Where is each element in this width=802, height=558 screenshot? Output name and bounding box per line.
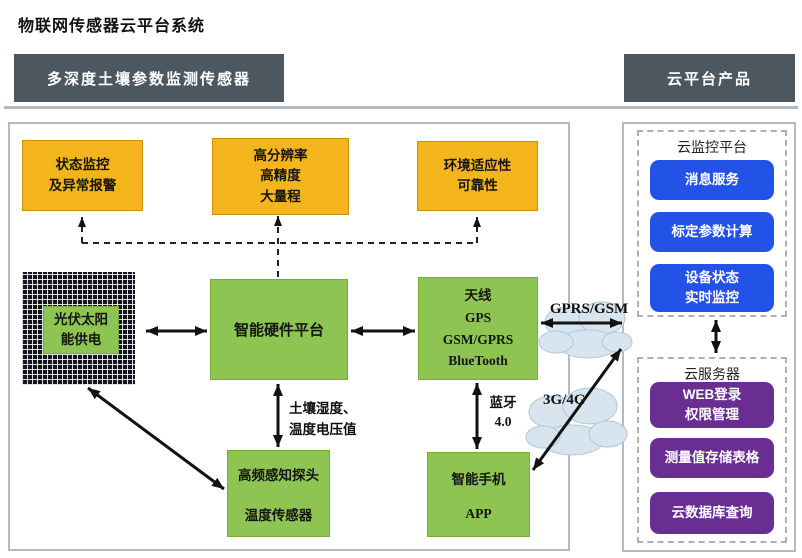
feature-line: 环境适应性 [443,157,512,173]
soil-values-label: 土壤湿度、 温度电压值 [289,399,357,441]
antenna-line: GSM/GPRS [442,331,514,347]
bluetooth-line: 4.0 [494,413,512,429]
solar-power-node: 光伏太阳 能供电 [43,306,119,354]
hardware-platform-label: 智能硬件平台 [233,322,324,339]
phone-node: 智能手机 APP [427,452,530,537]
feature-line: 可靠性 [457,178,498,193]
cloud-server-group: 云服务器 [637,357,787,543]
feature-line: 及异常报警 [48,177,117,193]
tab-cloud-product-label: 云平台产品 [666,70,752,88]
service-line: 消息服务 [685,172,739,188]
cloud-server-title: 云服务器 [684,366,740,382]
phone-line: APP [465,505,492,521]
feature-line: 大量程 [260,188,301,204]
solar-power-line: 光伏太阳 [54,311,108,327]
service-box-message: 消息服务 [650,160,774,200]
soil-values-line: 土壤湿度、 [289,401,357,416]
cloud-monitor-title: 云监控平台 [677,139,747,155]
feature-box-reliability: 环境适应性 可靠性 [417,141,538,211]
service-line: 实时监控 [685,290,739,305]
antenna-line: BlueTooth [448,353,508,369]
header-separator [4,106,798,109]
gprs-gsm-label: GPRS/GSM [549,301,629,317]
3g-4g-label: 3G/4G [543,392,586,408]
service-box-web-login: WEB登录 权限管理 [650,382,774,428]
feature-line: 高分辨率 [253,148,308,164]
service-line: WEB登录 [682,387,742,403]
bluetooth-line: 蓝牙 [489,395,517,410]
solar-power-line: 能供电 [60,332,102,347]
feature-line: 高精度 [260,168,301,184]
service-box-calibration: 标定参数计算 [650,212,774,252]
antenna-line: GPS [464,309,492,325]
cloud-monitor-group: 云监控平台 [637,130,787,317]
bluetooth-label: 蓝牙 4.0 [484,394,522,432]
feature-line: 状态监控 [55,157,110,173]
service-line: 权限管理 [685,407,739,422]
phone-line: 智能手机 [451,471,506,487]
probe-node: 高频感知探头 温度传感器 [227,450,330,537]
service-line: 设备状态 [685,270,739,286]
service-line: 云数据库查询 [671,505,753,521]
tab-soil-sensor-label: 多深度土壤参数监测传感器 [46,70,251,88]
antenna-line: 天线 [464,288,492,304]
feature-box-precision: 高分辨率 高精度 大量程 [212,138,349,215]
tab-soil-sensor: 多深度土壤参数监测传感器 [14,54,284,102]
hardware-platform-node: 智能硬件平台 [210,279,348,380]
service-box-measurement-table: 测量值存储表格 [650,438,774,478]
service-line: 标定参数计算 [671,224,753,240]
service-box-db-query: 云数据库查询 [650,492,774,534]
service-box-device-status: 设备状态 实时监控 [650,264,774,312]
probe-line: 温度传感器 [244,507,313,523]
service-line: 测量值存储表格 [664,450,760,466]
tab-cloud-product: 云平台产品 [624,54,795,102]
page-title: 物联网传感器云平台系统 [18,18,206,35]
antenna-node: 天线 GPS GSM/GPRS BlueTooth [418,277,538,380]
probe-line: 高频感知探头 [238,467,319,483]
soil-values-line: 温度电压值 [289,421,357,437]
feature-box-status-alarm: 状态监控 及异常报警 [22,140,143,211]
